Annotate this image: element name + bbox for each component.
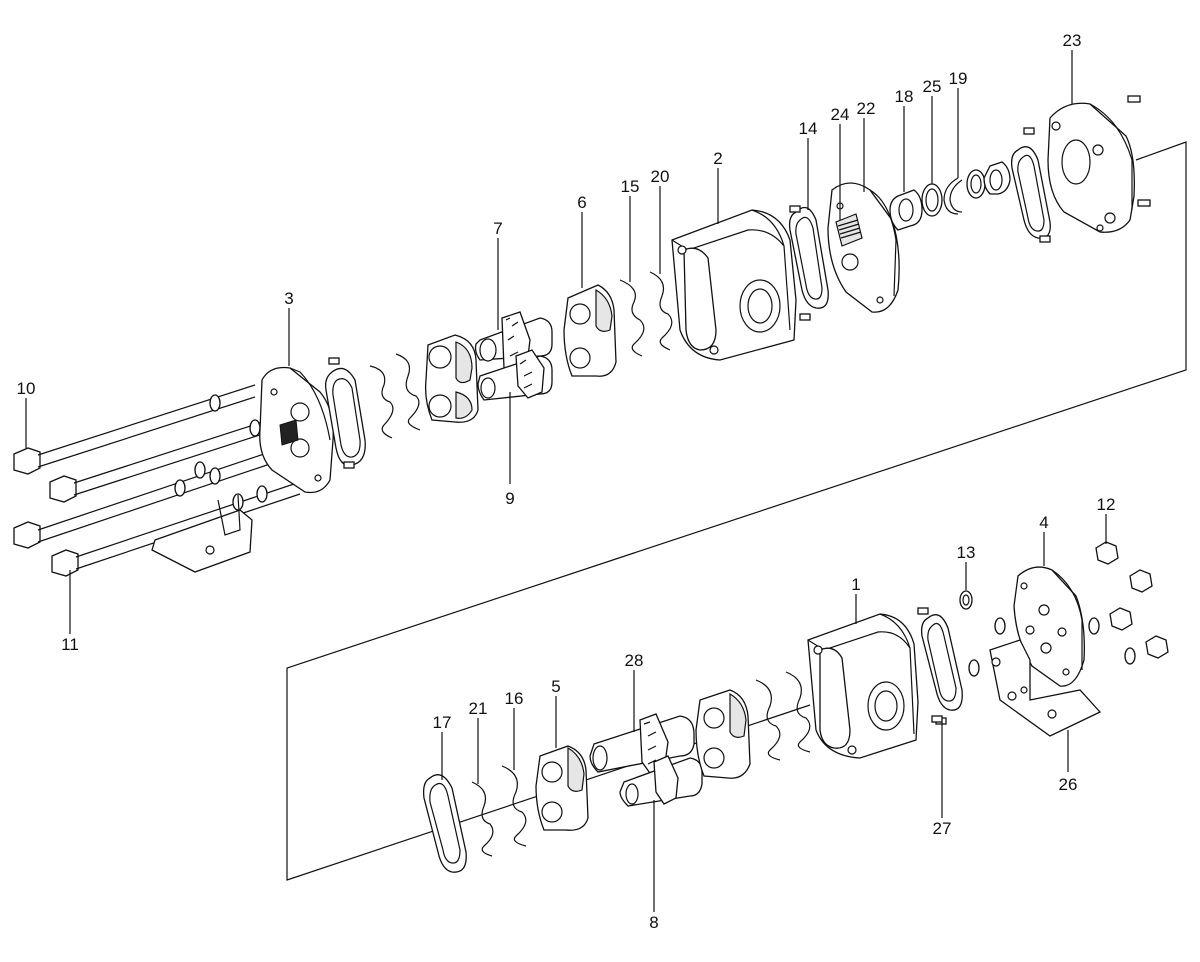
callout-1: 1: [851, 575, 860, 594]
bushing-block-lower: [695, 689, 751, 779]
callout-22: 22: [857, 99, 876, 118]
spring-24: [835, 213, 863, 247]
callout-6: 6: [577, 193, 586, 212]
callout-10: 10: [17, 379, 36, 398]
callout-3: 3: [284, 289, 293, 308]
seal-clip-upper-left: [369, 353, 421, 439]
callout-8: 8: [649, 913, 658, 932]
callout-17: 17: [433, 713, 452, 732]
callout-2: 2: [713, 149, 722, 168]
shaft-seal-18: [889, 189, 923, 231]
valve-plate-22: [827, 182, 900, 313]
retaining-ring-19: [943, 177, 963, 215]
o-ring-lower: [917, 607, 963, 725]
callout-28: 28: [625, 651, 644, 670]
callout-20: 20: [651, 167, 670, 186]
gear-shaft-8: [619, 755, 703, 807]
seal-ring-small: [966, 161, 1011, 199]
flange-cover-4: [1013, 566, 1085, 687]
seal-clip-lower-b: [785, 671, 811, 753]
dowel-pin-27: [931, 715, 943, 723]
gear-shaft-9: [477, 349, 553, 401]
o-ring-front: [1010, 127, 1051, 243]
callout-23: 23: [1063, 31, 1082, 50]
mounting-bracket-26: [989, 639, 1102, 737]
seal-clip-lower-a: [755, 679, 781, 761]
callout-24: 24: [831, 105, 850, 124]
o-ring-14: [788, 205, 829, 321]
seal-clip-16: [501, 765, 527, 847]
gasket-upper-left: [324, 357, 366, 469]
callout-15: 15: [621, 177, 640, 196]
callout-18: 18: [895, 87, 914, 106]
leader-lines: [25, 50, 1107, 912]
callout-21: 21: [469, 699, 488, 718]
nuts-12: [1088, 541, 1169, 665]
bushing-block-5: [535, 745, 589, 831]
bolt-10: [13, 384, 301, 503]
assembly-frame: [286, 141, 1187, 881]
washer-25: [921, 183, 943, 217]
pump-body-1: [807, 613, 919, 759]
pump-body-2: [671, 209, 797, 361]
bushing-block-6: [563, 284, 617, 377]
callout-13: 13: [957, 543, 976, 562]
callout-19: 19: [949, 69, 968, 88]
seal-clip-20: [649, 271, 673, 351]
callout-12: 12: [1097, 495, 1116, 514]
callout-11: 11: [61, 635, 79, 654]
bushing-block-upper: [424, 334, 479, 423]
callout-14: 14: [799, 119, 818, 138]
callout-labels: 10 11 3 7 9 6 15 20 2 14 24 22 18 25 19 …: [17, 31, 1116, 932]
bolt-11: [13, 451, 301, 577]
callout-5: 5: [551, 677, 560, 696]
o-ring-17: [422, 774, 467, 873]
callout-26: 26: [1059, 775, 1078, 794]
seal-clip-15: [619, 279, 645, 357]
mounting-bracket-upper: [151, 494, 253, 573]
callout-4: 4: [1039, 513, 1048, 532]
washer-13: [959, 590, 980, 677]
front-cover-23: [1047, 95, 1151, 233]
callout-7: 7: [493, 219, 502, 238]
callout-16: 16: [505, 689, 524, 708]
seal-clip-21: [471, 781, 494, 857]
callout-27: 27: [933, 819, 952, 838]
callout-9: 9: [505, 489, 514, 508]
callout-25: 25: [923, 77, 942, 96]
rear-cover-3: [259, 366, 334, 494]
